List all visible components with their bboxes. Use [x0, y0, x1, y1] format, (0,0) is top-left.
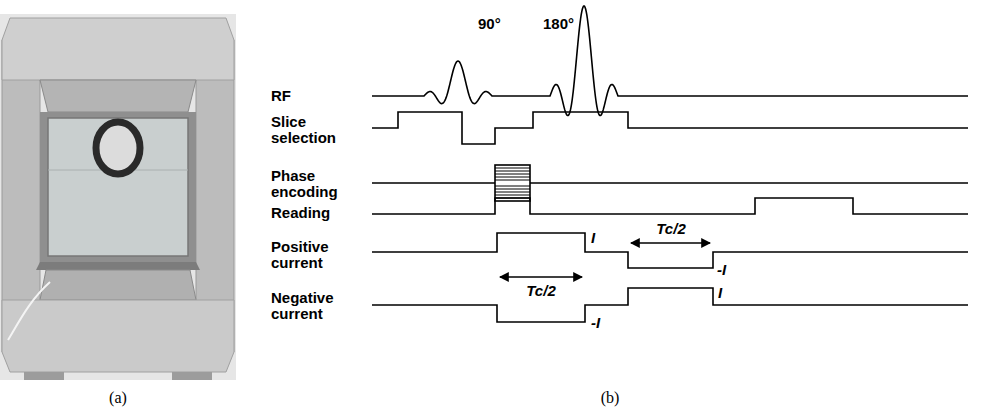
rf-waveform [372, 6, 968, 116]
row-label: Reading [271, 205, 371, 221]
row-label: Phase encoding [271, 168, 371, 200]
current-value: -I [591, 315, 600, 331]
phase-gradient [372, 165, 968, 201]
current-value: -I [717, 262, 726, 278]
duration-label: Tc/2 [656, 221, 685, 237]
rf-pulse [372, 6, 968, 116]
duration-arrow [631, 242, 710, 243]
panel-label: (a) [109, 389, 127, 407]
read-gradient [372, 198, 968, 214]
slice-gradient [372, 112, 968, 144]
row-label: Positive current [271, 239, 371, 271]
panel-label: (b) [601, 389, 620, 407]
flip-angle: 180° [543, 16, 574, 32]
positive-current-wave [372, 233, 968, 268]
negative-current-wave [372, 288, 968, 322]
duration-arrow [500, 276, 582, 277]
row-label: Slice selection [271, 114, 371, 146]
duration-label: Tc/2 [526, 283, 555, 299]
current-value: I [591, 230, 595, 246]
current-value: I [718, 285, 722, 301]
row-label: Negative current [271, 290, 371, 322]
flip-angle: 90° [478, 16, 501, 32]
row-label: RF [271, 88, 371, 104]
magnet-photo [0, 14, 236, 380]
